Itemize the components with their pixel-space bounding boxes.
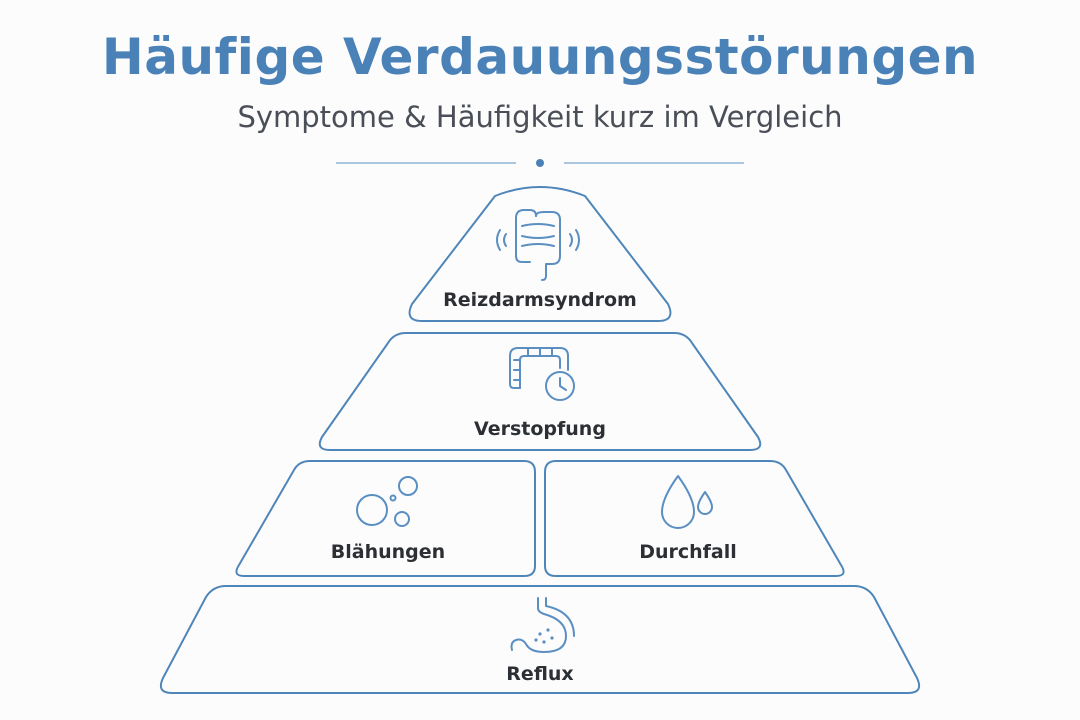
pyramid-level-third-left: Blähungen [235, 460, 536, 577]
label-reizdarmsyndrom: Reizdarmsyndrom [443, 289, 637, 311]
colon-clock-icon [509, 347, 575, 401]
droplets-icon [661, 475, 713, 529]
pyramid-level-second: Verstopfung [318, 332, 762, 451]
pyramid-level-top: Reizdarmsyndrom [408, 186, 672, 322]
intestine-icon [496, 209, 580, 281]
page-subtitle: Symptome & Häufigkeit kurz im Vergleich [237, 100, 843, 134]
title-divider [336, 159, 744, 167]
label-reflux: Reflux [506, 663, 573, 685]
pyramid-level-base: Reflux [159, 585, 921, 694]
label-verstopfung: Verstopfung [474, 418, 606, 440]
stomach-icon [510, 597, 575, 653]
page-title: Häufige Verdauungsstörungen [101, 28, 979, 86]
bubbles-icon [356, 476, 418, 527]
pyramid-level-third-right: Durchfall [544, 460, 845, 577]
label-blaehungen: Blähungen [331, 541, 445, 563]
label-durchfall: Durchfall [639, 541, 737, 563]
